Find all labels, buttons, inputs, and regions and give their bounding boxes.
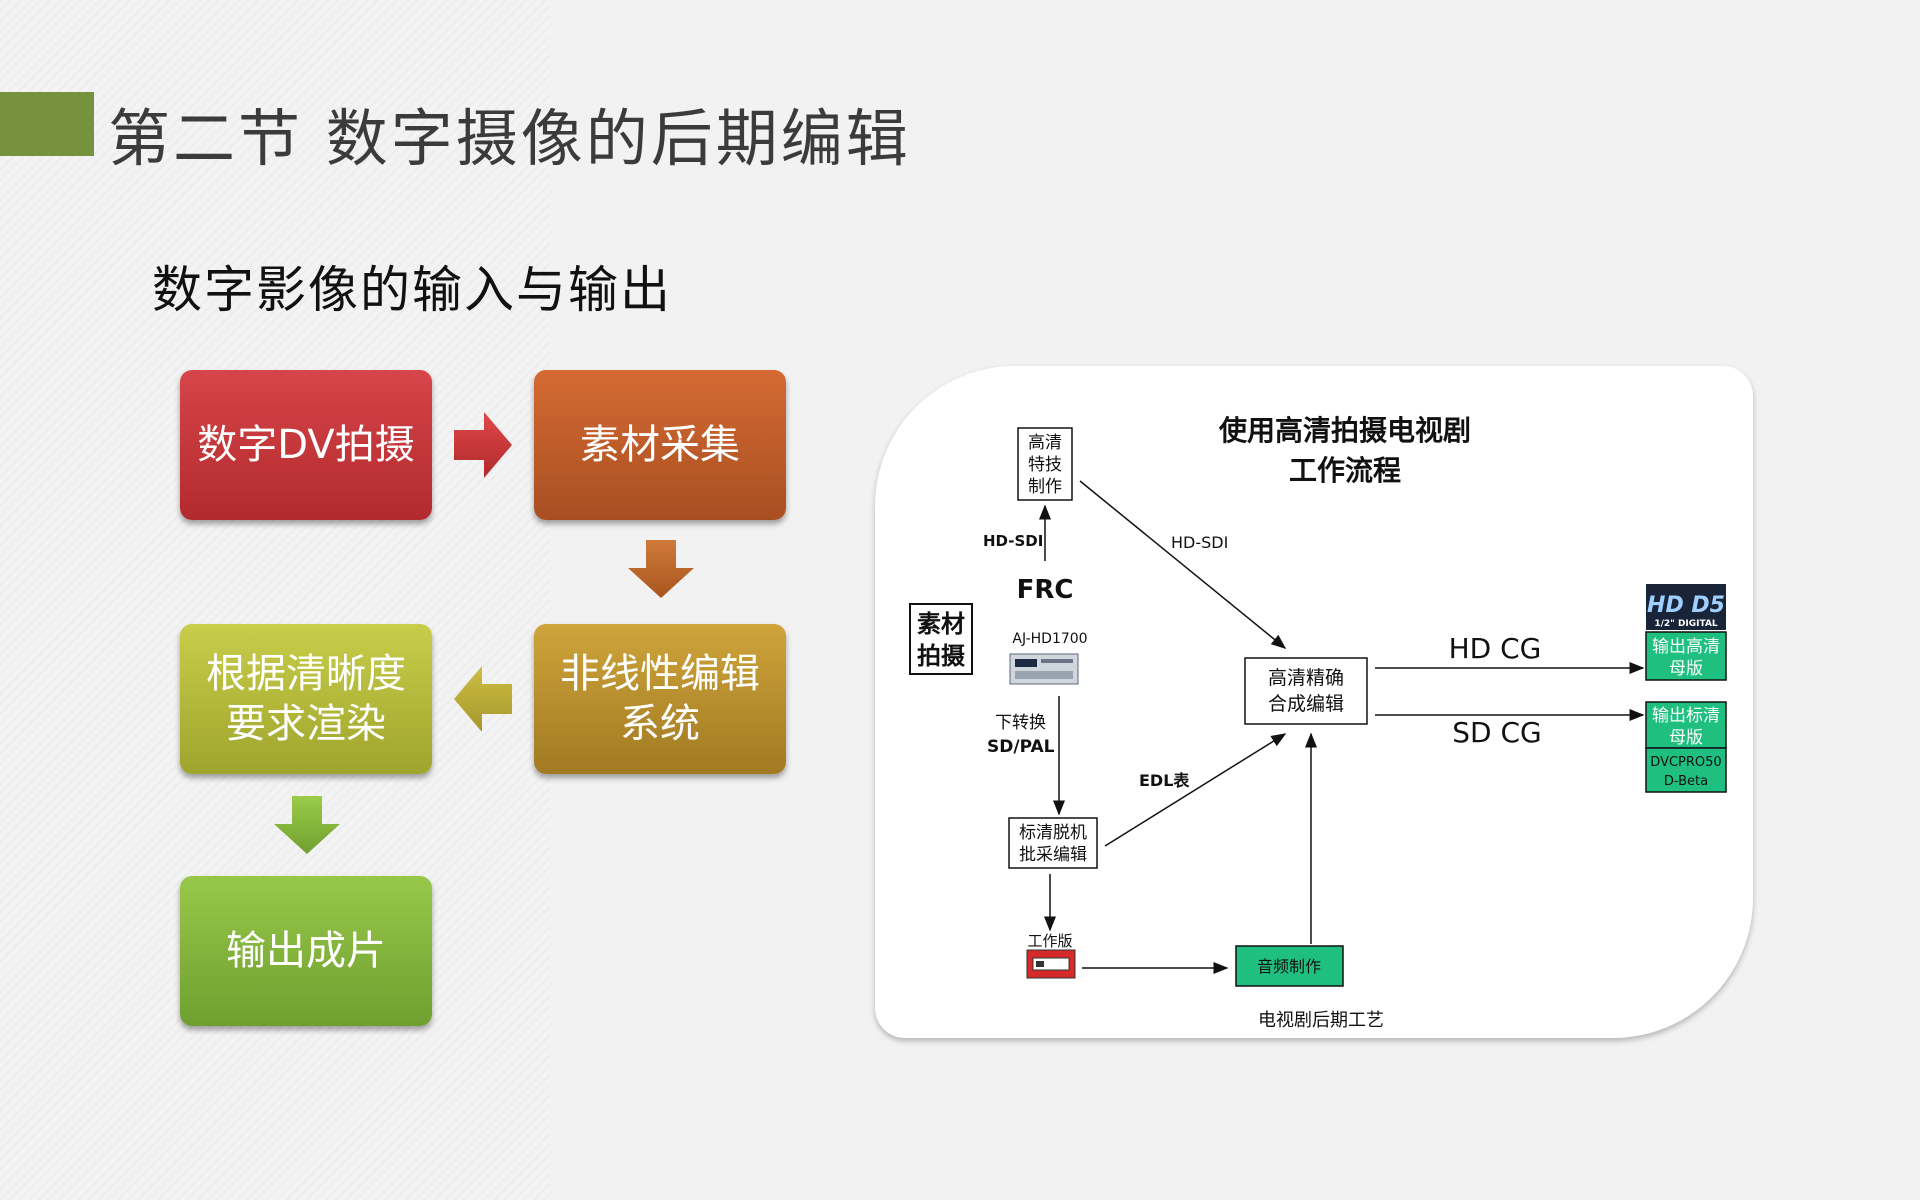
out-hd-box [1645,631,1727,681]
arrow-right-icon [454,412,512,478]
gaoqing-texie-label-1: 高清 [1028,433,1062,453]
gaoqing-texie-box [1017,427,1073,501]
arrow-down-icon [274,796,340,854]
gaoqing-texie-label-3: 制作 [1028,477,1062,497]
out-hd-label-1: 输出高清 [1652,637,1720,657]
out-hd-label-2: 母版 [1669,659,1703,679]
sucai-box [909,603,973,675]
frc-label: FRC [1017,575,1074,605]
edl-arrow [1104,733,1287,847]
down-convert-label-2: SD/PAL [987,737,1055,757]
hd-cg-label: HD CG [1449,632,1542,665]
hd-sdi-left-label: HD-SDI [983,532,1043,550]
workflow-diagram-panel: 使用高清拍摄电视剧 工作流程 素材 拍摄 高清 特技 制作 HD-SDI FRC… [875,366,1753,1038]
dvc-label-2: D-Beta [1664,774,1708,789]
hd5-logo-bg [1646,584,1726,630]
hecheng-label-1: 高清精确 [1268,667,1344,689]
out-sd-label-1: 输出标清 [1652,706,1720,726]
out-sd-label-2: 母版 [1669,728,1703,748]
hecheng-label-2: 合成编辑 [1268,693,1344,715]
texie-to-hecheng-arrow [1079,480,1287,649]
sd-cg-label: SD CG [1452,716,1541,749]
camera-model-label: AJ-HD1700 [1012,631,1087,647]
arrow-left-icon [454,666,512,732]
flow-box-dv-shooting: 数字DV拍摄 [180,370,432,520]
flow-box-nonlinear-editing: 非线性编辑系统 [534,624,786,774]
workflow-diagram: 使用高清拍摄电视剧 工作流程 素材 拍摄 高清 特技 制作 HD-SDI FRC… [909,414,1727,1031]
hecheng-box [1244,657,1368,725]
hd5-logo: HD D5 [1647,593,1725,618]
flow-box-material-capture: 素材采集 [534,370,786,520]
diagram-title-line1: 使用高清拍摄电视剧 [1218,414,1471,447]
hd5-logo-sub: 1/2" DIGITAL [1654,619,1718,629]
gaoqing-texie-label-2: 特技 [1028,455,1062,475]
audio-box [1235,945,1344,987]
title-accent-bar [0,92,94,156]
audio-label: 音频制作 [1257,957,1321,976]
edl-label: EDL表 [1139,771,1190,790]
arrow-down-icon [628,540,694,598]
biaoqing-label-1: 标清脱机 [1019,823,1087,843]
sucai-label-2: 拍摄 [917,642,966,670]
sucai-label-1: 素材 [917,610,965,638]
vtr-device-icon [1009,653,1079,685]
flow-box-output: 输出成片 [180,876,432,1026]
diagram-caption: 电视剧后期工艺 [1258,1010,1384,1031]
biaoqing-box [1008,817,1098,869]
diagram-title-line2: 工作流程 [1289,454,1401,487]
tape-icon [1026,949,1076,979]
section-subtitle: 数字影像的输入与输出 [152,261,672,319]
down-convert-label-1: 下转换 [995,713,1046,733]
dvc-box [1645,747,1727,793]
page-title: 第二节 数字摄像的后期编辑 [108,102,911,175]
biaoqing-label-2: 批采编辑 [1019,845,1087,865]
hd-sdi-diag-label: HD-SDI [1171,533,1228,552]
gongzuoban-label: 工作版 [1027,932,1072,950]
flow-box-render: 根据清晰度要求渲染 [180,624,432,774]
dvc-label-1: DVCPRO50 [1650,755,1721,770]
